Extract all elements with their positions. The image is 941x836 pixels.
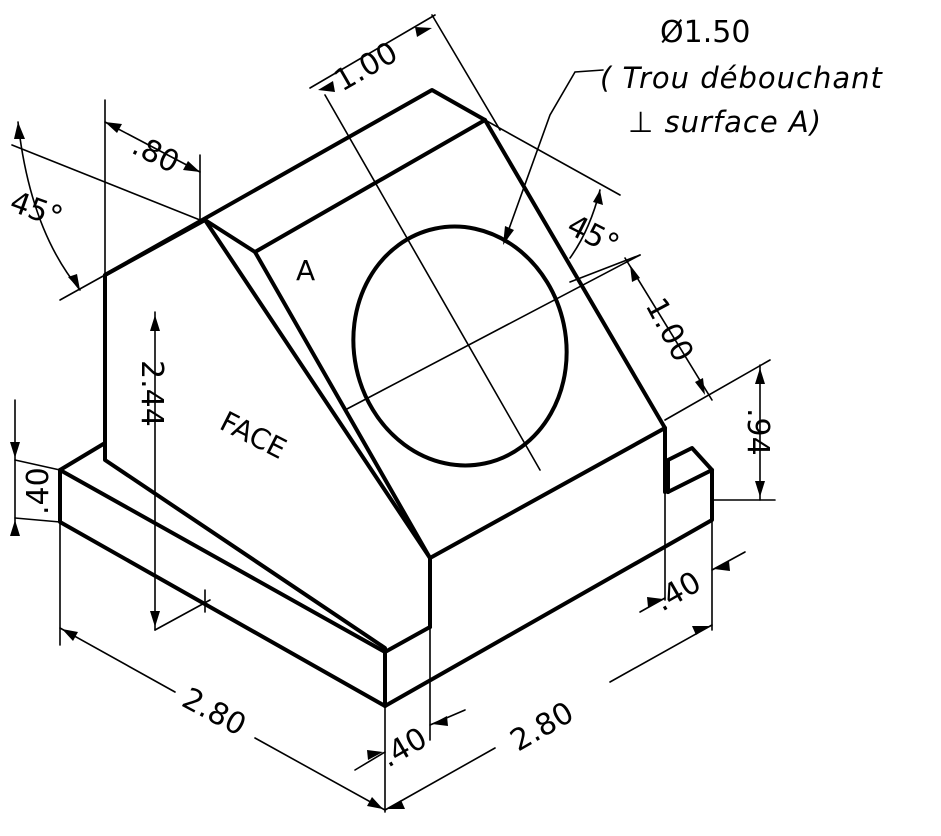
- dim-hole-offset-right: 1.00: [638, 292, 700, 367]
- dim-base-length-right: 2.80: [505, 695, 580, 759]
- surface-a-outline: [253, 118, 667, 560]
- dim-top-width: .80: [126, 128, 184, 181]
- dim-step-depth: .40: [649, 565, 708, 619]
- dim-base-lip: .40: [375, 721, 434, 775]
- dimension-lines: [10, 14, 776, 813]
- hole-note-line1: ( Trou débouchant: [600, 61, 884, 95]
- base-right-face: [383, 468, 714, 708]
- dim-base-length-left: 2.80: [176, 681, 251, 743]
- center-lines: [324, 94, 641, 471]
- dim-hole-offset-top: 1.00: [329, 35, 404, 99]
- body-top-surface: [103, 88, 487, 277]
- surface-a-label: A: [296, 254, 315, 287]
- dim-face-height: 2.44: [134, 360, 169, 427]
- dim-step-height: .94: [740, 408, 775, 456]
- hole-diameter-text: Ø1.50: [660, 15, 750, 50]
- base-front-face: [58, 441, 387, 708]
- base-top-front-edge: [58, 468, 387, 654]
- hole-ellipse: [351, 224, 569, 468]
- face-label: FACE: [215, 405, 292, 466]
- dim-chamfer-right-angle: 45°: [561, 208, 624, 263]
- dim-base-height: .40: [21, 467, 56, 515]
- dim-chamfer-left-angle: 45°: [5, 185, 67, 236]
- base-step: [666, 446, 714, 494]
- base-lip-edge: [383, 625, 432, 654]
- hole-note-line2: ⊥ surface A): [628, 105, 822, 139]
